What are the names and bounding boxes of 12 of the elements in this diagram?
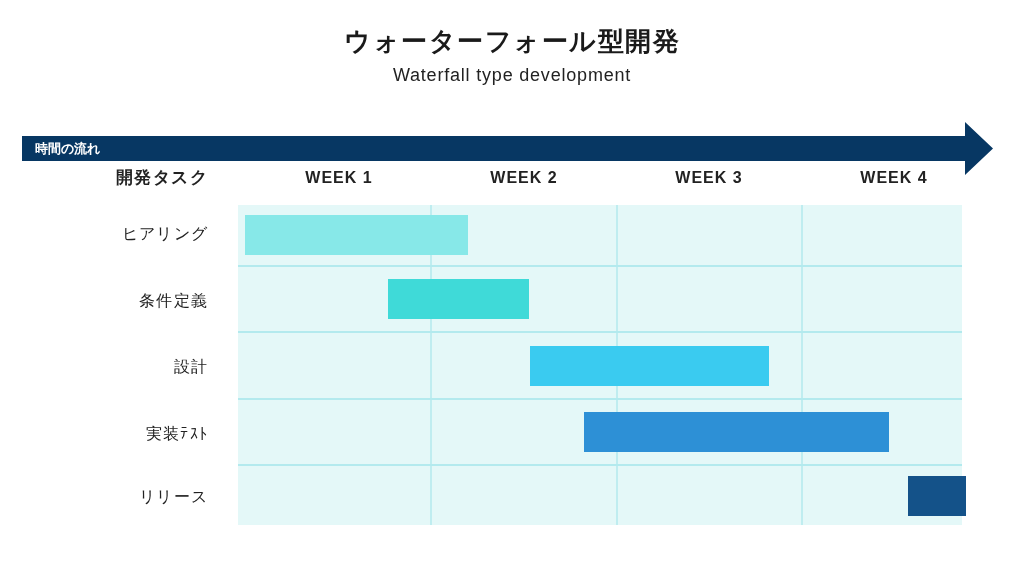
task-label: 実装ﾃｽﾄ — [146, 424, 208, 444]
subtitle: Waterfall type development — [392, 65, 632, 87]
task-bar — [388, 279, 529, 319]
task-label: 設計 — [173, 357, 208, 377]
task-label: ヒアリング — [122, 224, 208, 244]
task-bar — [530, 346, 769, 386]
title: ウォーターフォール型開発 — [344, 26, 680, 58]
task-bar — [245, 215, 468, 255]
task-bar — [908, 476, 966, 516]
task-label: リリース — [139, 487, 208, 507]
task-bar — [584, 412, 889, 452]
task-label: 条件定義 — [139, 291, 208, 311]
